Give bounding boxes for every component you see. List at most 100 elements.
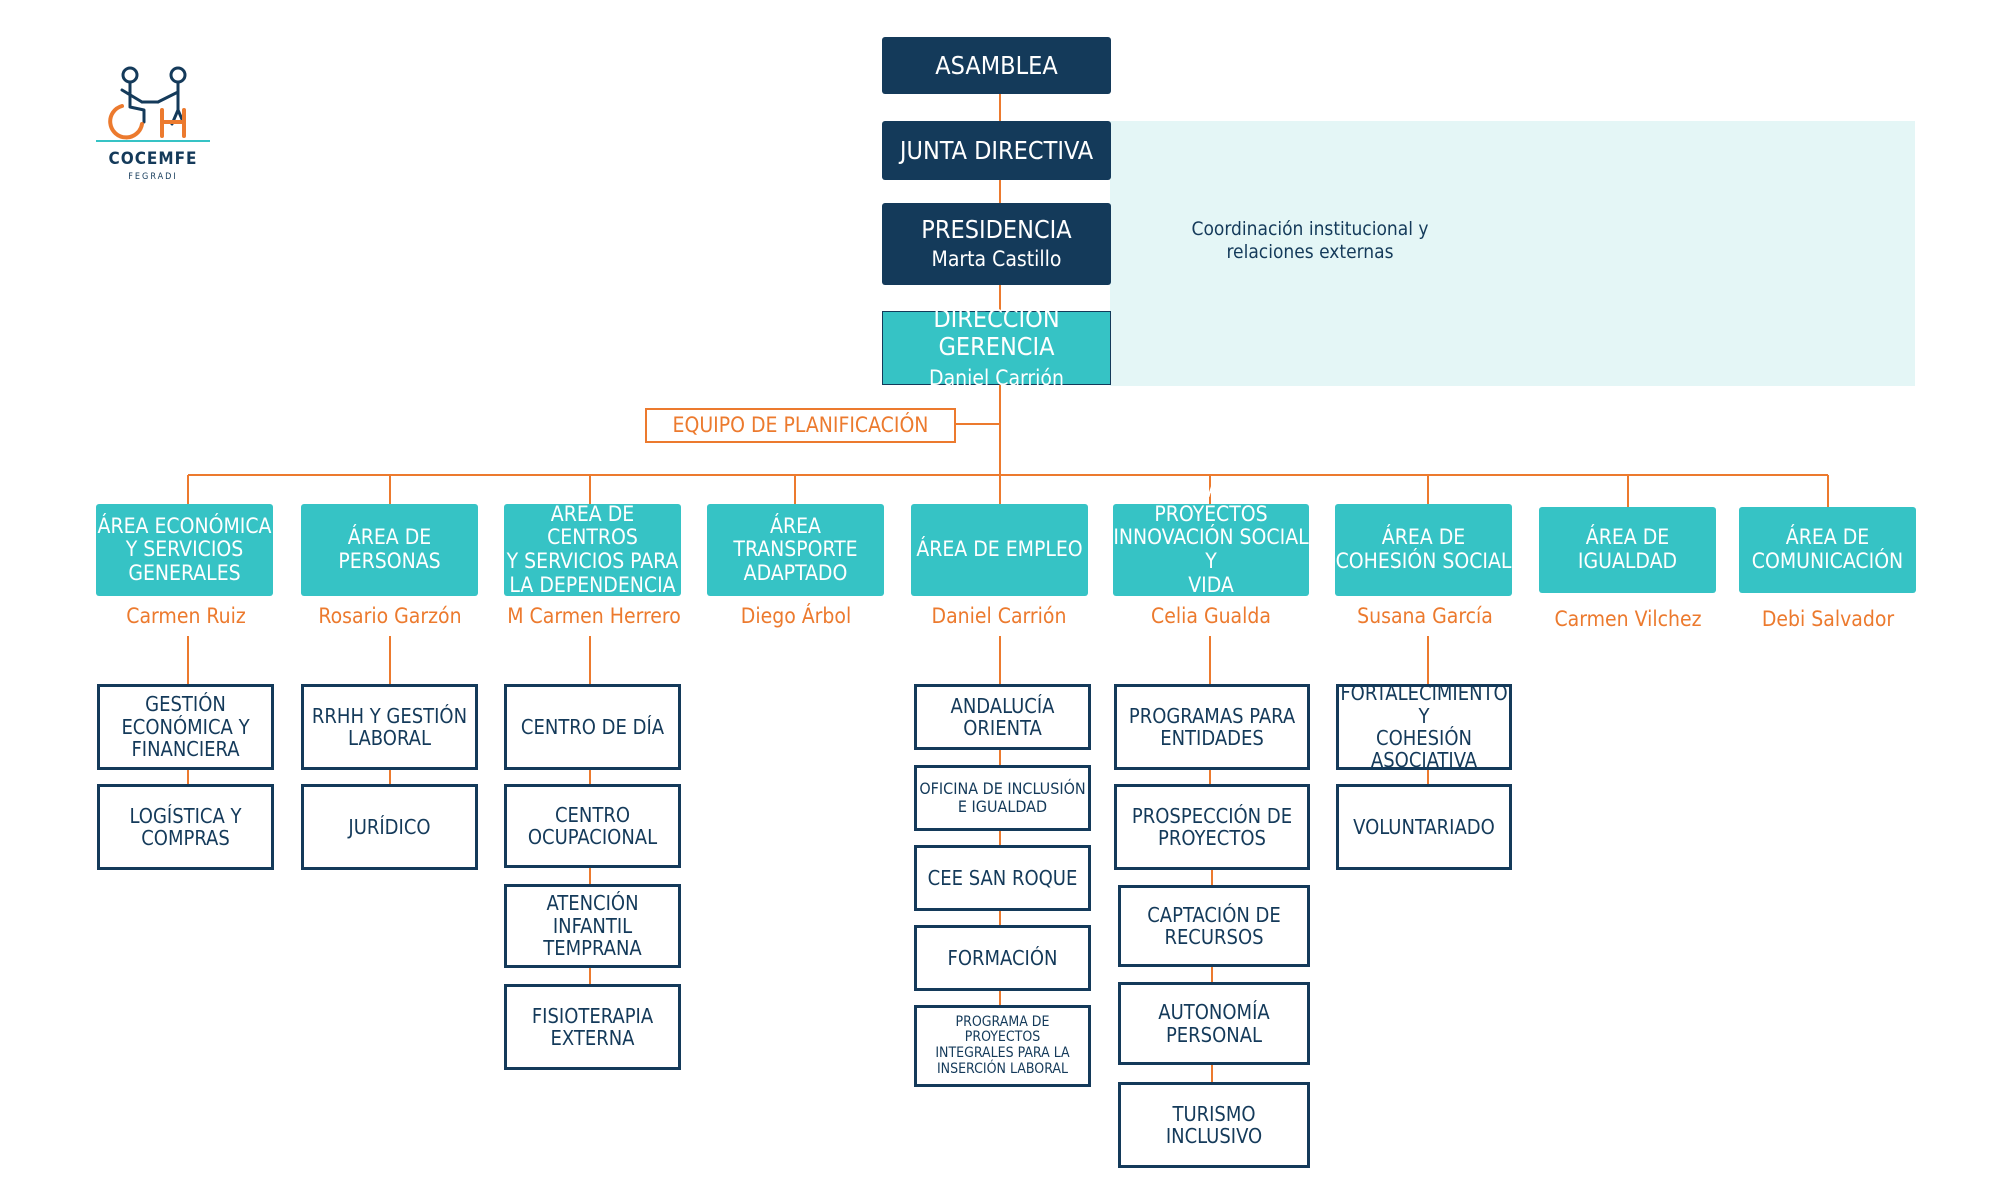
area-header-line: Y SERVICIOS PARA [506, 549, 679, 573]
area-header-line: ÁREA ECONÓMICA [97, 513, 272, 538]
logo-subtitle: FEGRADI [128, 172, 178, 182]
presidencia-label: PRESIDENCIA [921, 215, 1072, 245]
sub-unit-line: OCUPACIONAL [527, 825, 658, 849]
sub-unit-box: JURÍDICO [301, 784, 478, 870]
sub-unit-line: PROSPECCIÓN DE [1131, 803, 1293, 828]
sub-unit-box: TURISMO INCLUSIVO [1118, 1082, 1310, 1168]
sub-unit-line: ENTIDADES [1160, 726, 1264, 750]
sub-unit-line: CEE SAN ROQUE [927, 865, 1078, 890]
direccion-gerencia-person: Daniel Carrión [929, 366, 1064, 391]
area-person: Susana García [1357, 604, 1493, 628]
sub-unit-line: COHESIÓN [1376, 726, 1472, 750]
sub-unit-line: COMPRAS [141, 826, 230, 850]
sub-unit-box: OFICINA DE INCLUSIÓN E IGUALDAD [914, 765, 1091, 831]
sub-unit-box: CENTRO DE DÍA [504, 684, 681, 770]
area-header: ÁREA DE COMUNICACIÓN [1739, 507, 1916, 593]
sub-unit-line: OFICINA DE INCLUSIÓN [919, 779, 1086, 799]
sub-unit-line: CENTRO [554, 802, 631, 827]
sub-unit-box: RRHH Y GESTIÓN LABORAL [301, 684, 478, 770]
area-header-line: ÁREA DE EMPLEO [916, 537, 1083, 562]
coordination-note: Coordinación institucional y relaciones … [1160, 218, 1460, 264]
area-header-line: ÁREA DE [347, 525, 432, 550]
area-header: ÁREA DE IGUALDAD [1539, 507, 1716, 593]
sub-unit-box: FISIOTERAPIA EXTERNA [504, 984, 681, 1070]
area-person: Diego Árbol [740, 604, 852, 628]
area-header-line: LA DEPENDENCIA [509, 572, 676, 597]
sub-unit-line: RECURSOS [1164, 925, 1264, 949]
sub-unit-line: CAPTACIÓN DE [1147, 902, 1281, 927]
sub-unit-line: PROGRAMA DE PROYECTOS [955, 1013, 1050, 1046]
area-header-line: ÁREA DE [1785, 525, 1870, 550]
presidencia-box: PRESIDENCIA Marta Castillo [882, 203, 1111, 285]
sub-unit-line: E IGUALDAD [957, 797, 1048, 816]
asamblea-box: ASAMBLEA [882, 37, 1111, 94]
coordination-line: Coordinación institucional y [1191, 218, 1429, 240]
junta-directiva-label: JUNTA DIRECTIVA [899, 135, 1094, 165]
cocemfe-logo-icon [108, 66, 187, 140]
sub-unit-box: FORTALECIMIENTO Y COHESIÓN ASOCIATIVA [1336, 681, 1512, 773]
area-header-line: COMUNICACIÓN [1751, 549, 1904, 573]
direccion-gerencia-box: DIRECCIÓN GERENCIA Daniel Carrión [882, 305, 1111, 390]
sub-unit-line: PROYECTOS [1158, 826, 1266, 850]
sub-unit-line: ECONÓMICA Y [121, 714, 250, 739]
sub-unit-box: CENTRO OCUPACIONAL [504, 784, 681, 868]
area-header: ÁREA DE PROYECTOS INNOVACIÓN SOCIAL Y VI… [1113, 479, 1309, 620]
sub-unit-line: INSERCIÓN LABORAL [936, 1060, 1069, 1077]
sub-unit-line: TURISMO [1172, 1101, 1256, 1126]
sub-unit-line: EXTERNA [550, 1026, 635, 1050]
sub-unit-line: PROGRAMAS PARA [1128, 703, 1296, 728]
area-header-line: Y SERVICIOS [125, 537, 244, 562]
sub-unit-line: INTEGRALES PARA LA [935, 1045, 1070, 1061]
sub-unit-line: VOLUNTARIADO [1353, 814, 1495, 839]
sub-unit-line: GESTIÓN [145, 692, 226, 717]
coordination-line: relaciones externas [1226, 240, 1394, 263]
sub-unit-box: GESTIÓN ECONÓMICA Y FINANCIERA [97, 684, 274, 770]
area-header-line: VIDA INDEPENDIENTE [1134, 572, 1288, 621]
area-header: ÁREA DE COHESIÓN SOCIAL [1335, 504, 1512, 596]
area-header: ÁREA TRANSPORTE ADAPTADO [707, 504, 884, 596]
sub-unit-line: TEMPRANA [543, 936, 642, 961]
area-header: ÁREA DE EMPLEO [911, 504, 1088, 596]
area-person: Carmen Ruiz [126, 604, 246, 628]
sub-unit-line: FORMACIÓN [947, 945, 1058, 970]
sub-unit-line: FISIOTERAPIA [531, 1003, 654, 1028]
sub-unit-box: PROGRAMA DE PROYECTOS INTEGRALES PARA LA… [914, 1005, 1091, 1087]
sub-unit-line: ASOCIATIVA [1370, 748, 1478, 773]
area-person: Debi Salvador [1761, 607, 1895, 631]
area-person: M Carmen Herrero [507, 604, 681, 628]
area-header: ÁREA ECONÓMICA Y SERVICIOS GENERALES [96, 504, 273, 596]
sub-unit-box: LOGÍSTICA Y COMPRAS [97, 784, 274, 870]
sub-unit-line: AUTONOMÍA [1158, 1000, 1270, 1025]
area-header-line: INNOVACIÓN SOCIAL Y [1113, 525, 1309, 573]
sub-unit-line: ORIENTA [963, 716, 1042, 740]
sub-unit-line: PERSONAL [1165, 1022, 1263, 1047]
direccion-gerencia-label: DIRECCIÓN GERENCIA [933, 304, 1060, 362]
sub-unit-box: VOLUNTARIADO [1336, 784, 1512, 870]
area-header-line: ÁREA DE PROYECTOS [1154, 478, 1268, 526]
presidencia-person: Marta Castillo [931, 247, 1062, 272]
area-header-line: ADAPTADO [743, 560, 848, 585]
sub-unit-line: FORTALECIMIENTO Y [1340, 681, 1508, 728]
sub-unit-box: ATENCIÓN INFANTIL TEMPRANA [504, 884, 681, 968]
area-header-line: ÁREA DE [1381, 525, 1466, 550]
junta-directiva-box: JUNTA DIRECTIVA [882, 121, 1111, 180]
asamblea-label: ASAMBLEA [935, 50, 1058, 80]
equipo-planificacion-label: EQUIPO DE PLANIFICACIÓN [672, 412, 929, 437]
area-header-line: IGUALDAD [1577, 549, 1678, 573]
sub-unit-line: CENTRO DE DÍA [520, 714, 665, 739]
logo-divider [96, 140, 210, 142]
area-person: Rosario Garzón [318, 604, 462, 628]
area-person: Daniel Carrión [931, 604, 1067, 628]
sub-unit-line: LABORAL [348, 726, 431, 750]
sub-unit-box: CAPTACIÓN DE RECURSOS [1118, 885, 1310, 967]
sub-unit-box: CEE SAN ROQUE [914, 845, 1091, 911]
sub-unit-line: ANDALUCÍA [950, 693, 1055, 718]
sub-unit-line: JURÍDICO [348, 814, 431, 839]
sub-unit-box: AUTONOMÍA PERSONAL [1118, 982, 1310, 1065]
area-header-line: ÁREA DE [1585, 525, 1670, 550]
area-header: ÁREA DE CENTROS Y SERVICIOS PARA LA DEPE… [504, 502, 681, 597]
area-header-line: PERSONAS [338, 549, 441, 573]
area-header-line: GENERALES [128, 560, 241, 585]
area-person: Carmen Vilchez [1554, 607, 1702, 631]
